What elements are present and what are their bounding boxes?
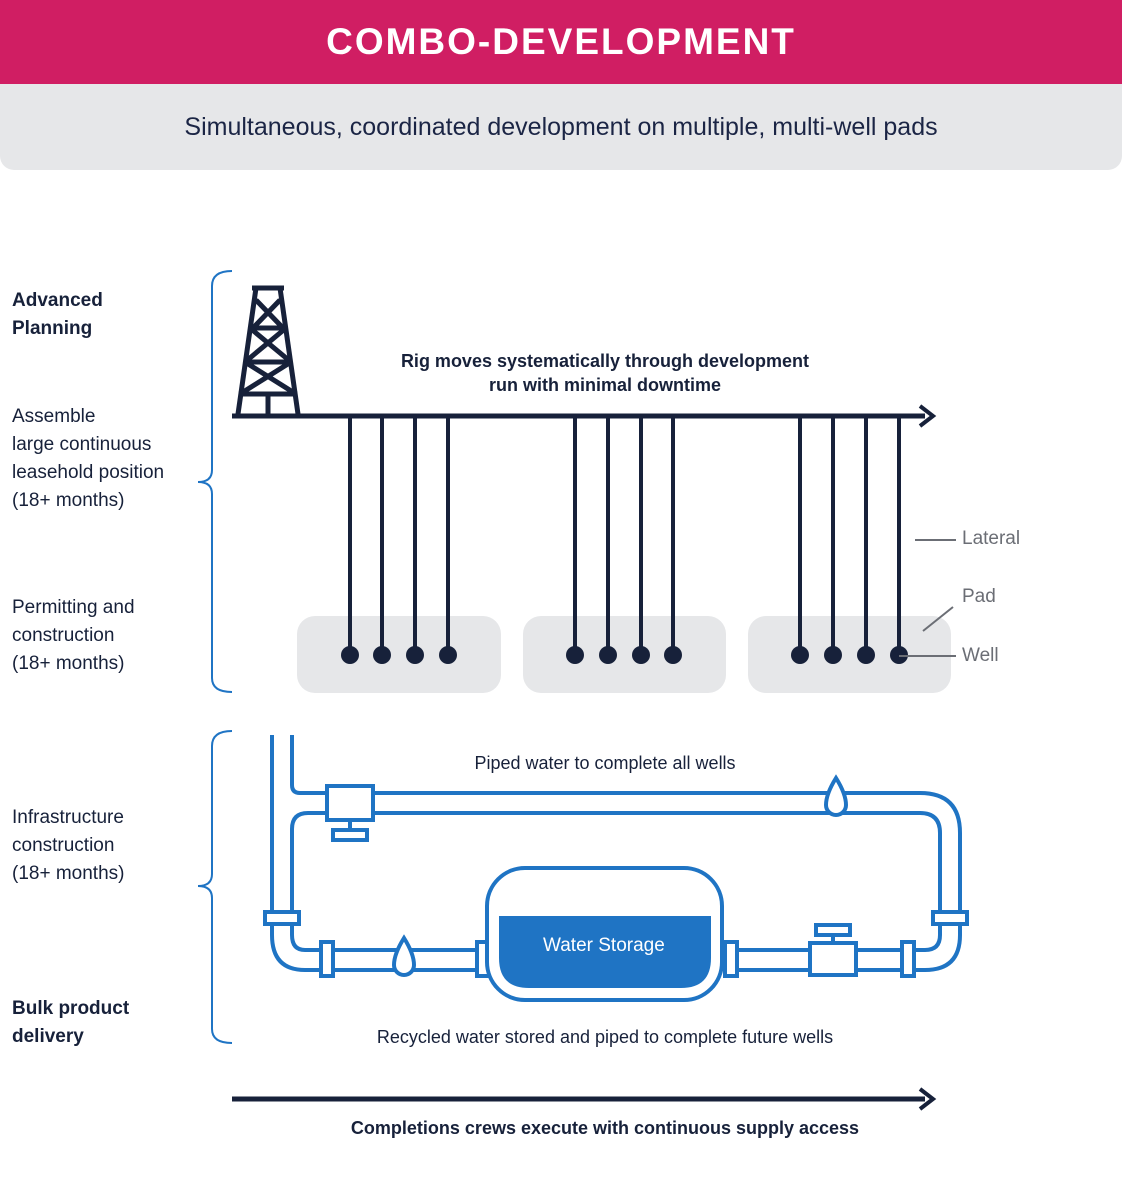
water-drop-icon	[823, 774, 849, 817]
well-dot	[439, 646, 457, 664]
title-banner: COMBO-DEVELOPMENT	[0, 0, 1122, 84]
piped-water-caption: Piped water to complete all wells	[474, 753, 736, 773]
pipe-coupling	[263, 910, 969, 978]
valve-icon	[325, 784, 375, 842]
well-dot	[341, 646, 359, 664]
legend-lateral: Lateral	[962, 528, 1021, 549]
recycled-water-caption: Recycled water stored and piped to compl…	[376, 1027, 834, 1047]
water-drop-icon	[391, 934, 417, 977]
planning-bracket	[197, 270, 233, 693]
pad-leader	[922, 606, 954, 632]
pad	[523, 616, 726, 693]
subtitle-bar: Simultaneous, coordinated development on…	[0, 84, 1122, 170]
assemble-leasehold-label: Assemble large continuous leasehold posi…	[12, 406, 165, 511]
development-arrowhead	[918, 404, 937, 428]
well-dot	[406, 646, 424, 664]
well-dot	[632, 646, 650, 664]
legend-pad: Pad	[962, 586, 996, 607]
page-subtitle: Simultaneous, coordinated development on…	[184, 112, 938, 141]
well-dot	[664, 646, 682, 664]
pad	[748, 616, 951, 693]
well-group	[341, 416, 908, 664]
infrastructure-bracket	[197, 730, 233, 1044]
legend-well: Well	[962, 645, 999, 666]
well-dot	[824, 646, 842, 664]
well-dot	[857, 646, 875, 664]
well-dot	[566, 646, 584, 664]
valve-icon	[808, 923, 858, 977]
well-dot	[791, 646, 809, 664]
pad	[297, 616, 501, 693]
rig-caption: Rig moves systematically through develop…	[400, 351, 810, 395]
advanced-planning-label: Advanced Planning	[12, 290, 103, 339]
well-dot	[373, 646, 391, 664]
water-storage-label: Water Storage	[543, 935, 665, 956]
infrastructure-label: Infrastructure construction (18+ months)	[12, 807, 125, 884]
drilling-rig-icon	[235, 285, 301, 415]
completions-caption: Completions crews execute with continuou…	[350, 1118, 860, 1138]
completions-arrowhead	[918, 1087, 937, 1111]
water-storage-fill	[499, 916, 711, 988]
water-pipe-system	[270, 735, 962, 972]
well-dot	[599, 646, 617, 664]
permitting-label: Permitting and construction (18+ months)	[12, 597, 135, 674]
page-title: COMBO-DEVELOPMENT	[326, 21, 796, 62]
bulk-delivery-label: Bulk product delivery	[12, 998, 130, 1047]
